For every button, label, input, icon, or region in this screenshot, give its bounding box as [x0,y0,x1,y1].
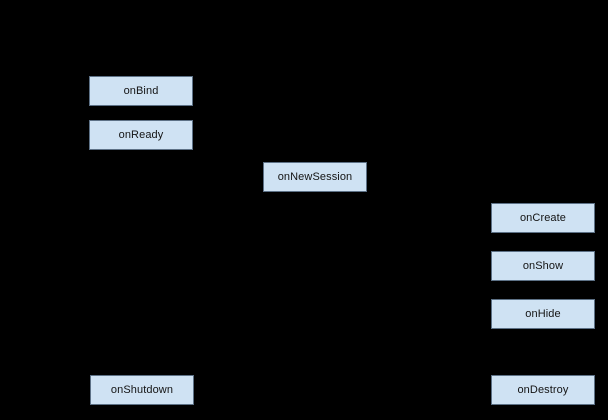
lifecycle-node-onshow: onShow [491,251,595,281]
lifecycle-node-label: onShow [522,259,564,272]
lifecycle-node-label: onNewSession [277,170,353,183]
lifecycle-node-onbind: onBind [89,76,193,106]
lifecycle-node-onhide: onHide [491,299,595,329]
lifecycle-node-label: onCreate [519,211,567,224]
lifecycle-node-onshutdown: onShutdown [90,375,194,405]
lifecycle-node-label: onHide [525,307,561,320]
lifecycle-node-onready: onReady [89,120,193,150]
lifecycle-node-label: onShutdown [110,383,174,396]
lifecycle-node-oncreate: onCreate [491,203,595,233]
lifecycle-node-label: onBind [123,84,159,97]
lifecycle-node-onnewsession: onNewSession [263,162,367,192]
lifecycle-node-ondestroy: onDestroy [491,375,595,405]
lifecycle-node-label: onReady [118,128,164,141]
lifecycle-node-label: onDestroy [517,383,569,396]
